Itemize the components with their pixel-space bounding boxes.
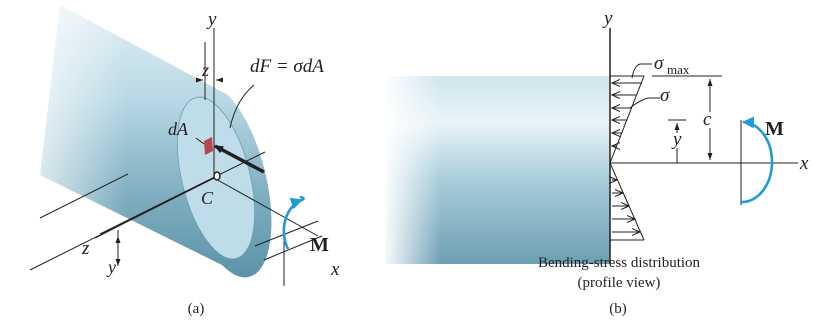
beam-profile [385,76,610,264]
label-sigma-max: σ [654,53,664,74]
label-x-axis-a: x [330,259,340,280]
moment-M-b [740,116,774,205]
centroid-C [213,171,221,181]
label-dF-sigma-dA: dF = σdA [250,56,324,77]
label-z-top: z [201,60,209,80]
label-y-axis-b: y [602,8,613,29]
label-M-a: M [310,234,329,256]
label-dA: dA [168,119,189,139]
description-line-1: Bending-stress distribution [538,255,701,271]
x-axis-a [213,177,319,237]
label-C: C [201,188,214,208]
label-sigma-max-sub: max [667,62,690,77]
caption-b: (b) [609,301,627,317]
label-y-offset: y [106,257,116,277]
label-M-b: M [765,118,784,140]
label-z-axis: z [81,238,90,259]
caption-a: (a) [188,301,205,317]
panel-a: y z dF = σdA dA C y M z x (a) [0,0,340,317]
panel-b: y σ max σ y c M x Bending-stress distrib… [385,8,809,317]
dimension-c [652,75,722,160]
element-dA [204,137,213,155]
label-sigma: σ [660,85,670,106]
label-y-dim: y [671,129,682,150]
label-y-a: y [206,9,217,30]
cylinder-body [0,0,272,280]
description-line-2: (profile view) [578,275,661,291]
stress-distribution [610,63,660,241]
label-x-axis-b: x [799,153,809,174]
label-c-dim: c [703,109,712,130]
dimension-y [668,119,686,163]
moment-M-a [254,195,323,286]
force-arrow-dF [214,144,265,174]
